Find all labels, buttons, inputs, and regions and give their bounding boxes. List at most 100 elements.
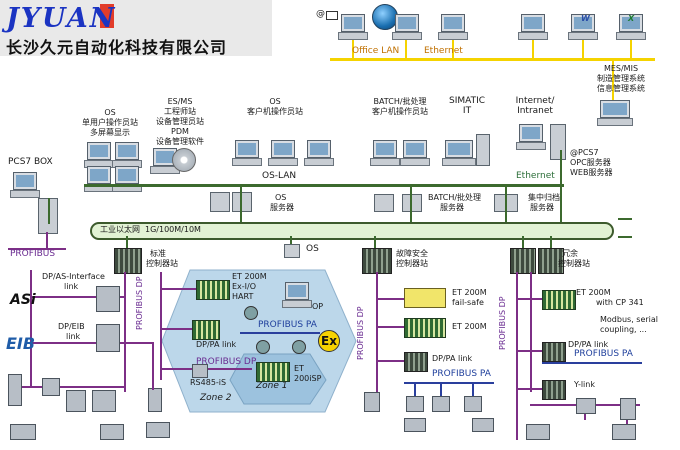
batch-server-line1: BATCH/批处理 [428,193,482,202]
et200m-ex-line2: Ex-I/O [232,282,257,291]
client-pc-icon [304,140,334,166]
office-pc-icon [616,14,646,40]
field-transmitter-icon [432,396,450,412]
ethernet-label-mid: Ethernet [516,171,555,181]
field-device-icon [620,398,636,420]
office-drop [452,34,454,58]
batch-server-icon [402,194,422,212]
valve-icon [472,418,494,432]
internet-pc-icon [516,124,546,150]
office-drop [582,34,584,58]
pcs7web-line2: OPC服务器 [570,158,611,167]
os-multi-line1: OS [104,108,116,117]
profibus-pa-zone-label: PROFIBUS PA [258,320,317,330]
profibus-left-label: PROFIBUS [10,249,56,259]
field-device-icon [576,398,596,414]
simatic-line2: IT [462,106,472,116]
fs-et200m-label: ET 200M [452,322,487,331]
profibus-left-drop [46,232,48,248]
lan-drop [505,186,507,222]
standard-line2: 控制器站 [146,259,178,268]
op-panel-icon [282,282,312,308]
field-transmitter-icon [406,396,424,412]
dp-branch [14,386,126,388]
dpas-line2: link [64,282,79,291]
simatic-line1: SIMATIC [448,96,486,106]
dp-branch [30,342,126,344]
bus-drop [290,236,292,244]
batch-line1: BATCH/批处理 [373,97,427,106]
fs-line2: fail-safe [452,298,484,307]
bus-dash [618,236,632,238]
zone-dp-vertical [160,272,162,380]
dpas-line1: DP/AS-Interface [42,272,105,281]
red-pa-label: PROFIBUS PA [574,349,633,359]
sensor-icon [256,340,270,354]
field-drive-icon [8,374,22,406]
profibus-dp-zone-label: PROFIBUS DP [196,357,257,367]
office-pc-icon [438,14,468,40]
motor-icon [100,424,124,440]
simatic-it-pc-icon [442,140,476,166]
client-pc-icon [232,140,262,166]
et200m-ex-line1: ET 200M [232,272,267,281]
es-line3: 设备管理员站 [156,117,204,126]
os-multi-line2: 单用户操作员站 [82,118,138,127]
standard-line1: 标准 [150,249,166,258]
os-lan-line [84,184,564,187]
es-line1: ES/MS [167,97,193,106]
zone2-label: Zone 2 [200,393,232,403]
bus-dash [618,218,632,220]
zone1-label: Zone 1 [256,381,288,391]
red-dppa-label: DP/PA link [568,340,609,349]
excel-icon: X [628,14,635,23]
ylink-device [542,380,566,400]
os-monitor-icon [84,166,114,192]
mes-pc-icon [597,100,633,126]
os-monitor-icon [112,166,142,192]
es-pc-icon [150,148,180,174]
internet-line1: Internet/ [515,96,555,106]
os-server-icon [232,192,252,212]
et200isp-line2: 200iSP [294,374,322,383]
dpeib-line2: link [66,332,81,341]
motor-icon [526,424,550,440]
dp-drop [152,342,154,390]
os-monitor-icon [112,142,142,168]
profibus-left-line [8,248,66,250]
red-pa-line [542,362,642,364]
os-small-server-icon [284,244,300,258]
bus-drop [550,236,552,248]
dpeib-link-device [96,324,120,352]
redundant-controller-rack-b [538,248,564,274]
office-lan-line [330,58,655,61]
fs-pa-drop [472,382,474,396]
pcs7box-label: PCS7 BOX [8,157,53,167]
red-branch [516,350,542,352]
industrial-ethernet-bus [90,222,614,240]
os-client-line1: OS [269,97,281,106]
et200m-ex-rack [196,280,230,300]
office-drop [532,34,534,58]
batch-line2: 客户机操作员站 [372,107,428,116]
pcs7box-pc-icon [10,172,40,198]
office-pc-icon [568,14,598,40]
standard-controller-rack [114,248,142,274]
failsafe-controller-rack [362,248,392,274]
field-device-icon [364,392,380,412]
word-icon: W [581,14,590,23]
valve-icon [404,418,426,432]
ex-hazard-icon: Ex [318,330,340,352]
pcs7web-line1: @PCS7 [570,148,599,157]
office-lan-label: Office LAN [352,46,400,56]
it-server-icon [476,134,490,166]
sensor-icon [292,340,306,354]
os-server-line1: OS [275,193,287,202]
os-multi-line3: 多屏幕显示 [90,128,130,137]
asi-logo-icon: ASi [10,292,36,308]
office-drop [352,34,354,58]
os-monitor-icon [84,142,114,168]
es-line4: PDM [171,127,189,136]
field-device-icon [148,388,162,412]
